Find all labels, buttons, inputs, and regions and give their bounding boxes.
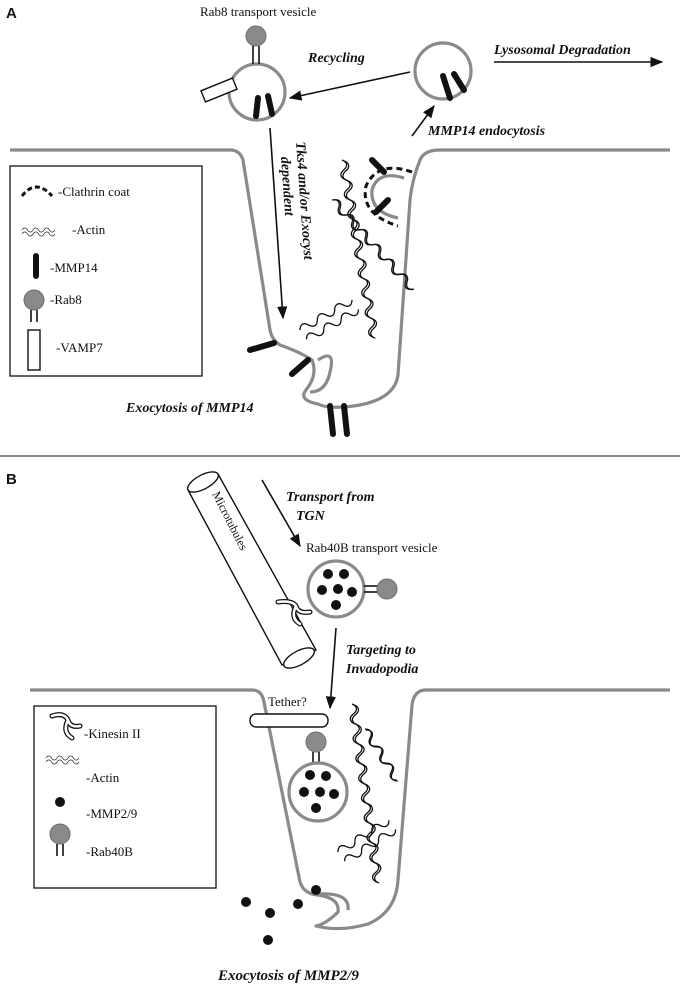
transport-label-1: Transport from (286, 490, 375, 505)
targeting-label-2: Invadopodia (345, 662, 418, 677)
svg-text:dependent: dependent (277, 156, 296, 217)
plasma-membrane-b (30, 688, 670, 931)
vamp7-on-vesicle (200, 77, 238, 103)
rab40b-on-vesicle (376, 578, 398, 600)
mmp14-on-vesicle-1 (253, 95, 261, 119)
endocytosis-arrow (411, 104, 435, 137)
rab8-on-vesicle (245, 25, 267, 47)
kinesin-legend-icon (49, 712, 83, 741)
secreted-mmp29 (241, 885, 321, 945)
rab40b-vesicle-label: Rab40B transport vesicle (306, 540, 438, 555)
mmp14-endocytic-1 (369, 157, 387, 175)
transport-label-2: TGN (296, 509, 326, 524)
legend-rab40b: -Rab40B (86, 844, 133, 859)
plasma-membrane-a (10, 148, 670, 409)
legend-clathrin: -Clathrin coat (58, 184, 130, 199)
panel-b: B Microtubules Rab40B transport vesicle (6, 471, 670, 984)
mmp14-on-endosome-2 (451, 71, 467, 93)
legend-b-box (33, 705, 217, 889)
legend-vamp7: -VAMP7 (56, 340, 103, 355)
transport-tgn-arrow (261, 479, 301, 548)
endocytosis-label: MMP14 endocytosis (427, 124, 546, 139)
legend-actin: -Actin (72, 222, 106, 237)
mmp14-on-endosome-1 (440, 73, 453, 101)
legend-mmp29: -MMP2/9 (86, 806, 137, 821)
mmp14-on-vesicle-2 (265, 93, 275, 117)
panel-b-letter: B (6, 471, 17, 488)
microtubule: Microtubules (186, 471, 317, 669)
panel-a: A Rab8 transport vesicle (6, 4, 670, 437)
kinesin-ii (275, 599, 313, 627)
exocytosis-mmp14-label: Exocytosis of MMP14 (125, 401, 254, 416)
mmp14-endosome (413, 41, 473, 101)
clathrin-coat-icon (363, 166, 413, 228)
tether-label: Tether? (268, 694, 307, 709)
actin-bundle-a (297, 158, 418, 344)
mmp29-legend-icon (55, 797, 65, 807)
rab40b-docked (305, 731, 327, 753)
legend-rab8: -Rab8 (50, 292, 82, 307)
legend-a: -Clathrin coat -Actin -MMP14 -Rab8 -VAMP… (9, 165, 203, 377)
endocytic-pit-a (370, 174, 405, 220)
mmp14-endocytic-2 (373, 197, 391, 215)
legend-kinesin: -Kinesin II (84, 726, 141, 741)
rab40b-legend-icon (49, 823, 71, 845)
rab8-legend-icon (23, 289, 45, 311)
vamp7-legend-icon (27, 329, 41, 371)
legend-actin-b: -Actin (86, 770, 120, 785)
mmp14-surface-4 (341, 403, 350, 437)
rab8-vesicle-label: Rab8 transport vesicle (200, 4, 316, 19)
tks4-label: Tks4 and/or Exocyst dependent (277, 141, 315, 261)
mmp14-surface-2 (289, 357, 311, 377)
targeting-arrow (325, 627, 337, 710)
clathrin-coat-legend-icon (20, 185, 54, 198)
mmp14-surface-3 (327, 403, 336, 437)
panel-a-letter: A (6, 5, 17, 22)
legend-b: -Kinesin II -Actin -MMP2/9 -Rab40B (33, 705, 217, 889)
legend-mmp14: -MMP14 (50, 260, 98, 275)
lysosomal-label: Lysosomal Degradation (493, 43, 631, 58)
recycling-arrow (288, 71, 411, 101)
recycling-label: Recycling (307, 51, 365, 66)
exocytic-pit-a (309, 354, 334, 394)
targeting-label-1: Targeting to (346, 643, 416, 658)
legend-a-box (9, 165, 203, 377)
mmp14-surface-1 (247, 340, 277, 353)
exocytosis-transport-arrow (269, 127, 288, 320)
exocytosis-mmp29-label: Exocytosis of MMP2/9 (217, 968, 359, 984)
tether-icon (249, 713, 329, 728)
